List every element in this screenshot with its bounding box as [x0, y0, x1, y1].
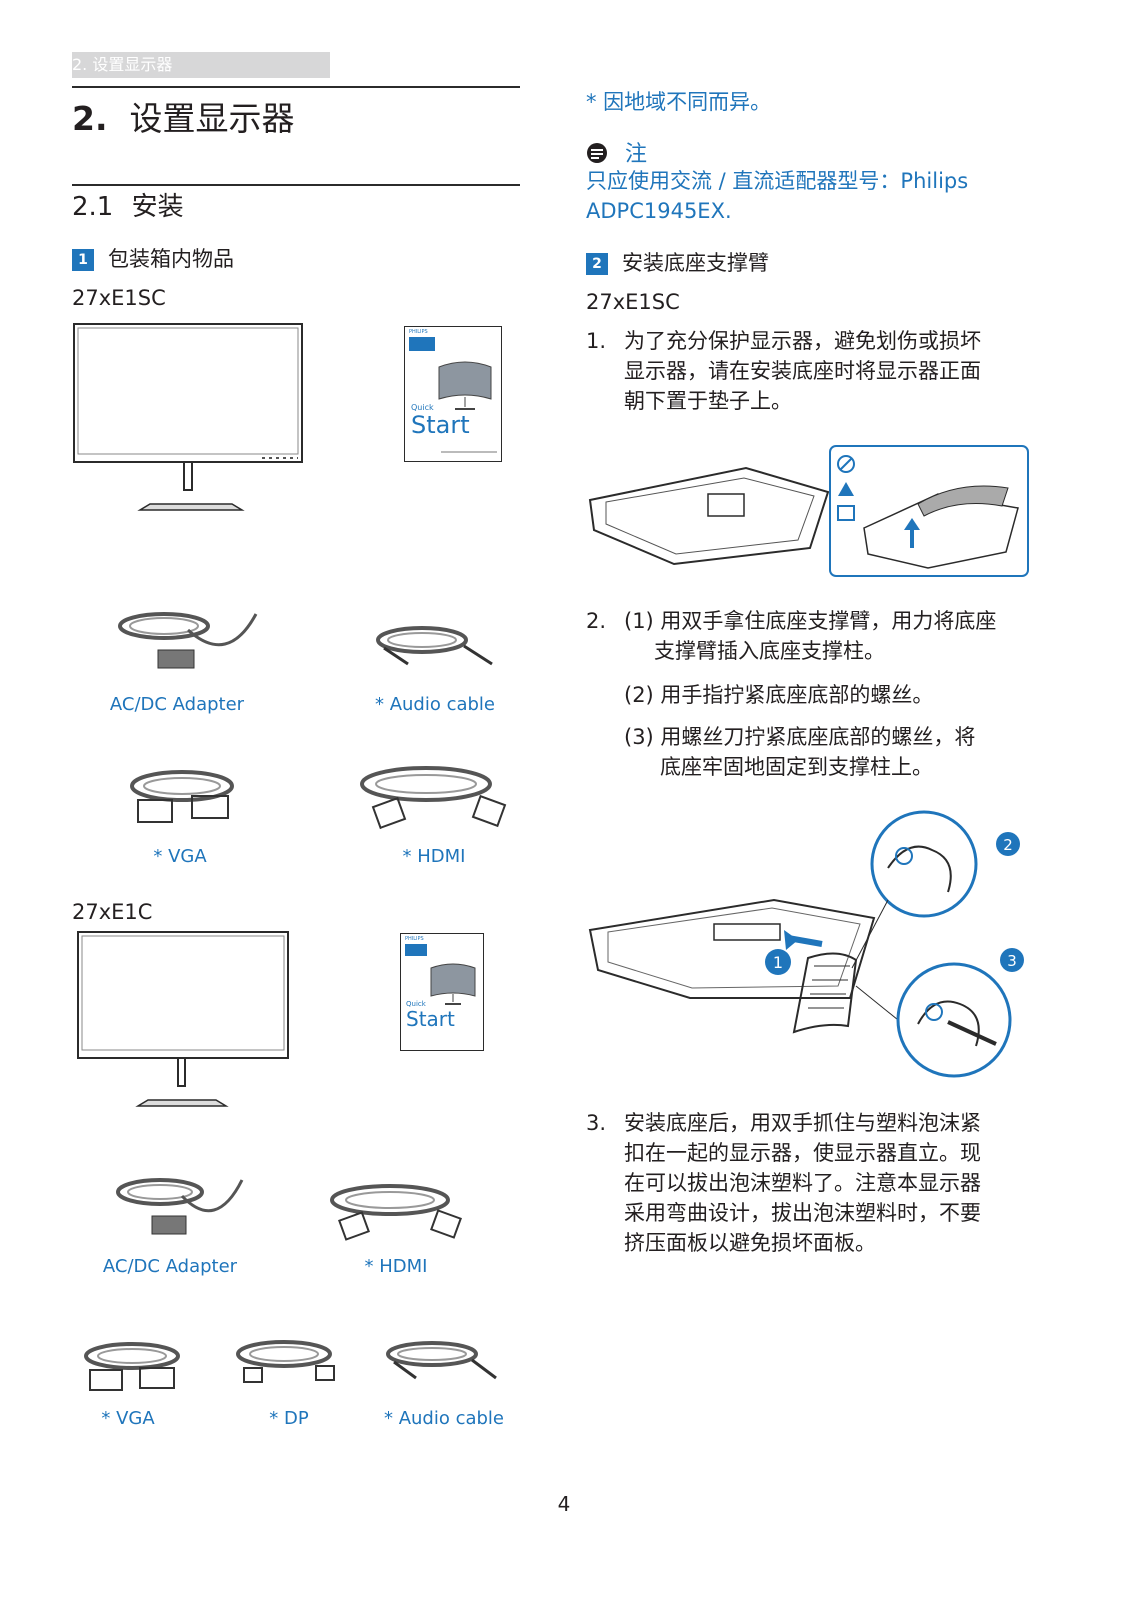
step-2b-text: (2) 用手指拧紧底座底部的螺丝。: [624, 683, 934, 707]
callout-3-label: 3: [1007, 952, 1017, 970]
step-2a-line: 支撑臂插入底座支撑柱。: [654, 639, 885, 663]
step-3-line: 在可以拔出泡沫塑料了。注意本显示器: [624, 1171, 981, 1195]
quick-start-badge-2: [405, 944, 427, 956]
caption-audio-cable: * Audio cable: [374, 694, 496, 715]
callout-3-marker: [1000, 948, 1024, 972]
region-note: * 因地域不同而异。: [586, 90, 772, 114]
ac-dc-adapter-icon-2: [116, 1178, 244, 1235]
caption-hdmi-2: * HDMI: [364, 1256, 428, 1277]
note-text-line-1: 只应使用交流 / 直流适配器型号：Philips: [586, 169, 969, 193]
monitor-thumbnail-icon: [438, 361, 492, 410]
chapter-title-text: 设置显示器: [129, 99, 295, 138]
model-label-27xe1sc: 27xE1SC: [72, 286, 166, 310]
callout-1-label: 1: [773, 953, 783, 972]
step-3-number: 3.: [586, 1111, 607, 1135]
caption-ac-dc-adapter: AC/DC Adapter: [109, 694, 245, 715]
ac-dc-adapter-icon: [118, 612, 258, 669]
audio-cable-icon-2: [386, 1341, 497, 1380]
quick-start-guide: PHILIPS Quick Start: [404, 326, 502, 462]
audio-cable-icon: [376, 626, 493, 666]
step-1-number: 1.: [586, 329, 607, 353]
step-3: 3. 安装底座后，用双手抓住与塑料泡沫紧 扣在一起的显示器，使显示器直立。现 在…: [586, 1108, 1046, 1258]
section-rule: [72, 184, 520, 186]
quick-start-brand-2: PHILIPS: [405, 936, 424, 942]
stand-assembly-illustration: 1 2 3: [588, 810, 1024, 1078]
caption-audio-cable-2: * Audio cable: [383, 1408, 505, 1429]
chapter-number: 2.: [72, 99, 108, 138]
section-title-text: 安装: [131, 192, 184, 222]
subsection-title: 包装箱内物品: [108, 247, 234, 271]
caption-vga: * VGA: [153, 846, 207, 867]
step-2c-text: (3) 用螺丝刀拧紧底座底部的螺丝，将 底座牢固地固定到支撑柱上。: [624, 722, 975, 782]
caption-vga-2: * VGA: [101, 1408, 155, 1429]
fragile-icon: [837, 505, 855, 521]
chapter-rule: [72, 86, 520, 88]
step-2: 2. (1) 用双手拿住底座支撑臂，用力将底座 支撑臂插入底座支撑柱。: [586, 606, 1046, 666]
hdmi-cable-icon-2: [330, 1184, 462, 1241]
start-label-2: Start: [406, 1007, 455, 1031]
monitor-illustration-2: [77, 931, 289, 1107]
step-1: 1. 为了充分保护显示器，避免划伤或损坏 显示器，请在安装底座时将显示器正面 朝…: [586, 326, 1046, 416]
monitor-thumbnail-icon-2: [430, 963, 476, 1005]
running-header-text: 2. 设置显示器: [72, 55, 173, 74]
caption-hdmi: * HDMI: [402, 846, 466, 867]
quick-start-guide-2: PHILIPS Quick Start: [400, 933, 484, 1051]
caption-dp: * DP: [269, 1408, 309, 1429]
note-heading: 注: [586, 136, 647, 168]
caption-ac-dc-adapter-2: AC/DC Adapter: [102, 1256, 238, 1277]
step-1-line: 显示器，请在安装底座时将显示器正面: [624, 359, 981, 383]
step-3-line: 采用弯曲设计，拔出泡沫塑料时，不要: [624, 1201, 981, 1225]
start-label: Start: [411, 411, 470, 439]
hdmi-cable-icon: [360, 766, 507, 830]
step-3-text: 安装底座后，用双手抓住与塑料泡沫紧 扣在一起的显示器，使显示器直立。现 在可以拔…: [624, 1108, 981, 1258]
monitor-on-foam-illustration: [588, 445, 1029, 577]
step-1-text: 为了充分保护显示器，避免划伤或损坏 显示器，请在安装底座时将显示器正面 朝下置于…: [624, 326, 981, 416]
step-1-line: 朝下置于垫子上。: [624, 389, 792, 413]
page-number: 4: [557, 1492, 571, 1516]
step-3-line: 安装底座后，用双手抓住与塑料泡沫紧: [624, 1111, 981, 1135]
section-number: 2.1: [72, 192, 114, 222]
step-3-line: 挤压面板以避免损坏面板。: [624, 1231, 876, 1255]
dp-cable-icon: [236, 1340, 335, 1383]
subsection-contents: 1 包装箱内物品: [72, 243, 234, 273]
note-text-line-2: ADPC1945EX.: [586, 199, 732, 223]
step-2a-line: (1) 用双手拿住底座支撑臂，用力将底座: [624, 609, 997, 633]
warning-icon: [838, 482, 854, 496]
model-label-right: 27xE1SC: [586, 290, 680, 314]
model-label-27xe1c: 27xE1C: [72, 900, 153, 924]
running-header: 2. 设置显示器: [72, 52, 330, 78]
step-2-number: 2.: [586, 609, 607, 633]
section-title: 2.1 安装: [72, 186, 184, 223]
step-3-line: 扣在一起的显示器，使显示器直立。现: [624, 1141, 981, 1165]
vga-cable-icon-2: [84, 1342, 180, 1391]
step-2c-line: 底座牢固地固定到支撑柱上。: [660, 755, 933, 779]
detail-circle-top: [870, 810, 978, 918]
step-2c-line: (3) 用螺丝刀拧紧底座底部的螺丝，将: [624, 725, 976, 749]
fine-print-line: [441, 451, 497, 453]
note-icon: [587, 143, 607, 163]
prohibited-icon: [837, 455, 855, 473]
note-label: 注: [625, 142, 648, 167]
subsection-title-2: 安装底座支撑臂: [622, 251, 769, 275]
monitor-illustration: [73, 323, 303, 511]
chapter-title: 2. 设置显示器: [72, 92, 295, 140]
callout-2-marker: [996, 832, 1020, 856]
detail-circle-bottom: [896, 962, 1012, 1078]
subsection-install-stand: 2 安装底座支撑臂: [586, 247, 769, 277]
vga-cable-icon: [130, 770, 234, 823]
subsection-number-badge-2: 2: [586, 253, 608, 275]
step-1-line: 为了充分保护显示器，避免划伤或损坏: [624, 329, 981, 353]
step-2a-text: (1) 用双手拿住底座支撑臂，用力将底座 支撑臂插入底座支撑柱。: [624, 606, 996, 666]
subsection-number-badge: 1: [72, 249, 94, 271]
quick-start-brand: PHILIPS: [409, 329, 428, 335]
callout-1-marker: [765, 949, 791, 975]
quick-label: Quick: [411, 403, 434, 412]
quick-start-badge: [409, 337, 435, 351]
quick-label-2: Quick: [406, 1000, 426, 1008]
callout-2-label: 2: [1003, 836, 1013, 854]
